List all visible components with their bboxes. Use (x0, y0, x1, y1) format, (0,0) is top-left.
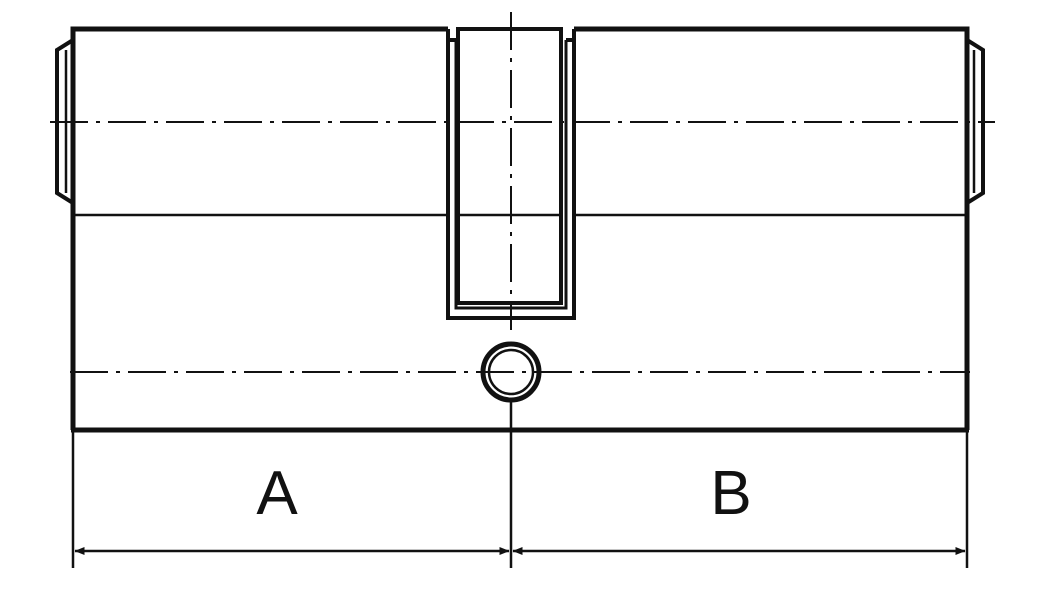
left-body-step (446, 29, 456, 42)
right-body-outline (574, 26, 970, 430)
cam-inner (456, 27, 563, 305)
left-body-outline (70, 26, 448, 430)
right-body-step (566, 29, 576, 42)
center-lines (50, 12, 995, 373)
dimension-lines (71, 400, 969, 568)
dimension-label-b: B (710, 459, 751, 528)
dimension-label-a: A (256, 459, 298, 528)
cylinder-outline (55, 26, 985, 433)
